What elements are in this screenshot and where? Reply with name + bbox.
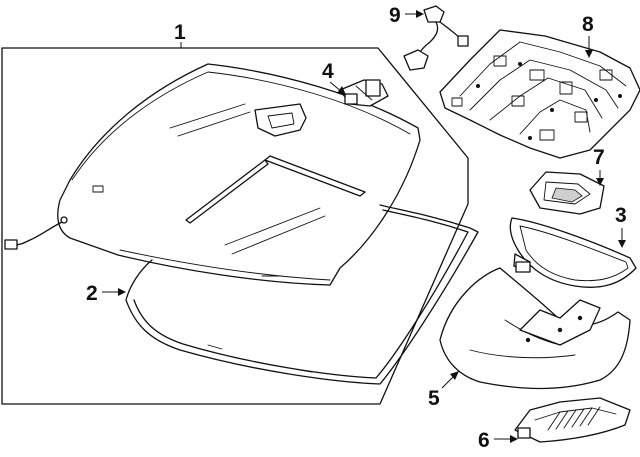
mirror-mount-clip[interactable] [339,79,389,107]
callout-3: 3 [615,204,627,248]
callout-label-5: 5 [428,387,440,410]
callout-label-7: 7 [593,146,605,169]
callout-label-2: 2 [86,282,98,305]
rearview-mirror[interactable] [509,217,637,288]
mirror-trim-cover[interactable] [439,267,631,390]
camera-module[interactable] [529,171,605,215]
callout-label-9: 9 [389,4,401,27]
callout-5: 5 [428,371,459,410]
callout-label-3: 3 [615,204,627,227]
callout-7: 7 [593,146,605,186]
callout-label-6: 6 [478,429,490,452]
callout-9: 9 [389,4,424,27]
callout-label-8: 8 [582,13,594,36]
mounting-bracket-assembly[interactable] [439,29,640,159]
windshield-molding[interactable] [125,155,479,385]
callout-8: 8 [582,13,594,58]
rain-sensor-wire [4,216,68,250]
windshield-glass[interactable] [57,63,421,286]
overhead-console-bracket[interactable] [514,397,631,443]
callout-6: 6 [478,429,518,452]
callout-1: 1 [174,21,186,48]
callout-label-4: 4 [322,60,334,83]
callout-4: 4 [322,60,346,95]
callout-2: 2 [86,282,126,305]
assembly-boundary-box [1,47,469,405]
wiring-connector[interactable] [403,5,469,71]
callout-label-1: 1 [174,21,186,44]
